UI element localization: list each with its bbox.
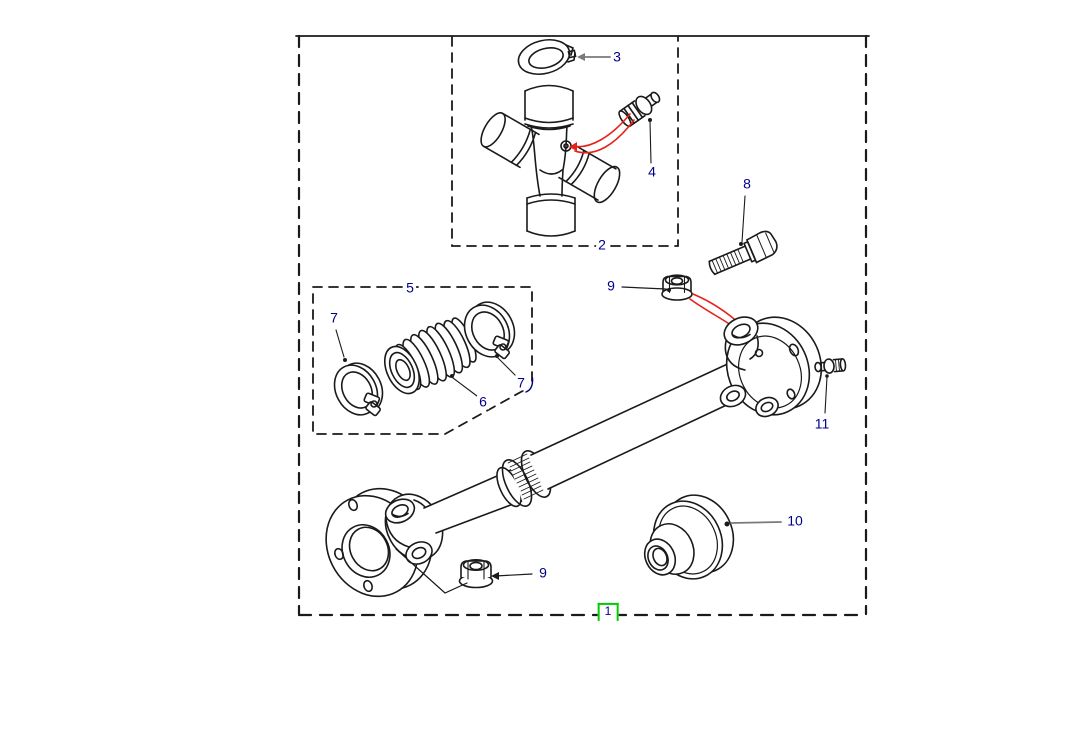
leader-line-9-upper <box>621 286 671 292</box>
callout-8[interactable]: 8 <box>741 175 753 192</box>
mounting-flange-part <box>643 494 735 580</box>
leader-line-10 <box>724 521 782 527</box>
leader-line-11 <box>824 374 829 414</box>
flange-nut-upper <box>661 274 693 301</box>
leader-line-4 <box>648 118 652 164</box>
leader-line-8 <box>739 195 746 246</box>
grease-fitting-11 <box>814 358 847 374</box>
callout-3[interactable]: 3 <box>611 48 623 65</box>
leader-line-9-lower <box>395 548 533 594</box>
ujoint-kit-boundary-box <box>451 36 679 247</box>
boot-clamp-right <box>463 301 516 360</box>
red-pointer-lines-4 <box>569 113 635 154</box>
circlip-part <box>517 38 577 76</box>
universal-joint-part <box>480 84 621 237</box>
flange-nut-lower <box>458 558 494 589</box>
boot-clamp-left <box>333 362 384 417</box>
callout-7-right[interactable]: 7 <box>515 374 527 391</box>
leader-line-3 <box>577 53 611 61</box>
callout-9-lower[interactable]: 9 <box>537 564 549 581</box>
callout-7-left[interactable]: 7 <box>328 309 340 326</box>
leader-line-6 <box>450 374 478 397</box>
leader-line-7-right <box>495 354 518 378</box>
assembly-boundary-box <box>295 34 870 617</box>
propshaft-assembly <box>325 316 823 598</box>
box5-corner-mark <box>525 377 534 393</box>
callout-9-upper[interactable]: 9 <box>605 277 617 294</box>
boot-kit-boundary-box <box>312 286 534 435</box>
bolt-part <box>708 230 778 276</box>
callout-5[interactable]: 5 <box>404 279 416 296</box>
callout-4[interactable]: 4 <box>646 163 658 180</box>
callout-11[interactable]: 11 <box>812 415 832 432</box>
leader-line-7-left <box>335 329 347 362</box>
callout-10[interactable]: 10 <box>785 512 805 529</box>
callout-1-selected[interactable]: 1 <box>597 602 619 622</box>
boot-bellows <box>383 317 477 395</box>
callout-6[interactable]: 6 <box>477 393 489 410</box>
callout-2[interactable]: 2 <box>596 236 608 253</box>
